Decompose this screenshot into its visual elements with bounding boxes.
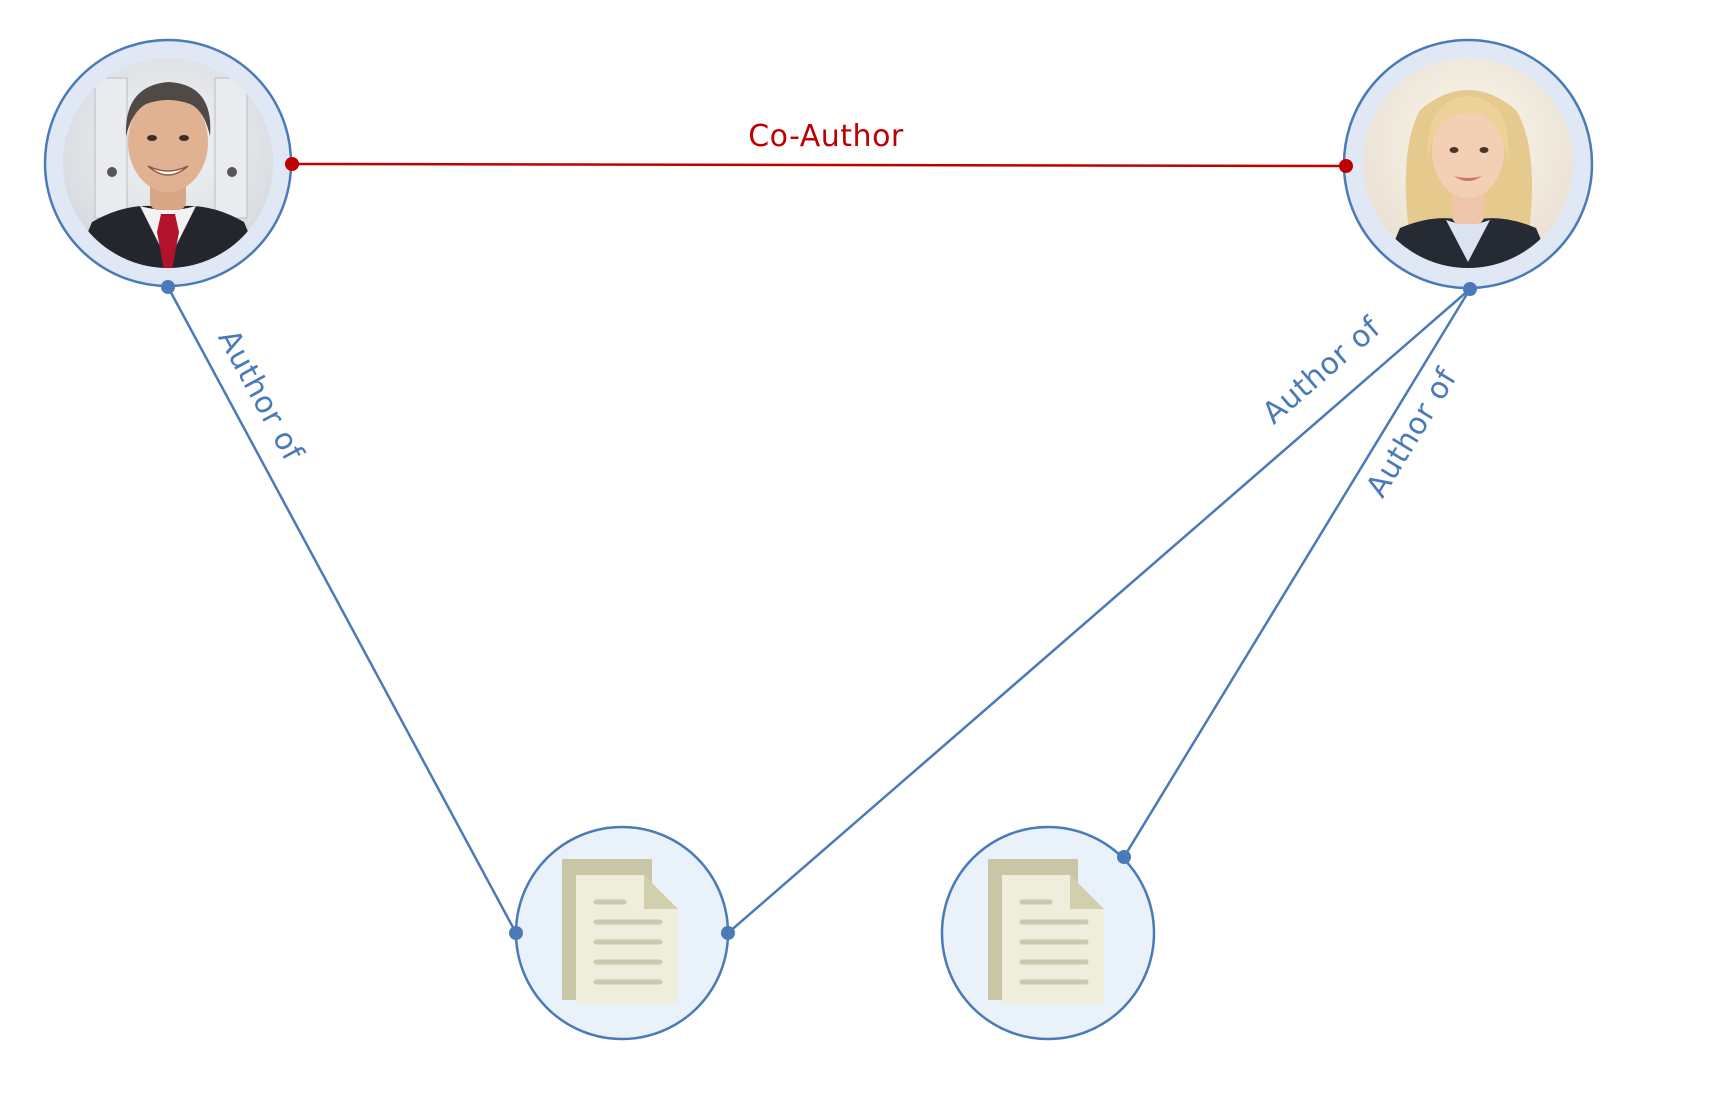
author-edge-woman-doc2[interactable] — [1122, 288, 1472, 858]
node-document-1[interactable] — [509, 825, 735, 1041]
man-author-port — [161, 280, 175, 294]
woman-author-port — [1463, 282, 1477, 296]
node-document-2[interactable] — [940, 825, 1156, 1041]
author-edge-woman-doc1-label: Author of — [1256, 310, 1388, 431]
node-person-woman[interactable] — [1339, 38, 1594, 296]
coauthor-edge-label: Co-Author — [748, 119, 904, 154]
man-coauthor-port — [285, 157, 299, 171]
document-icon — [988, 859, 1104, 1004]
edge-labels: Co-Author Author of Author of Author of — [211, 119, 1465, 504]
doc2-port — [1117, 850, 1131, 864]
coauthor-edge[interactable] — [291, 162, 1347, 168]
author-edge-woman-doc1[interactable] — [727, 288, 1471, 934]
woman-coauthor-port — [1339, 159, 1353, 173]
node-person-man[interactable] — [43, 38, 299, 294]
doc1-right-port — [721, 926, 735, 940]
document-icon — [562, 859, 678, 1004]
author-edge-man-doc1[interactable] — [166, 286, 518, 934]
doc1-left-port — [509, 926, 523, 940]
edges — [166, 162, 1472, 934]
